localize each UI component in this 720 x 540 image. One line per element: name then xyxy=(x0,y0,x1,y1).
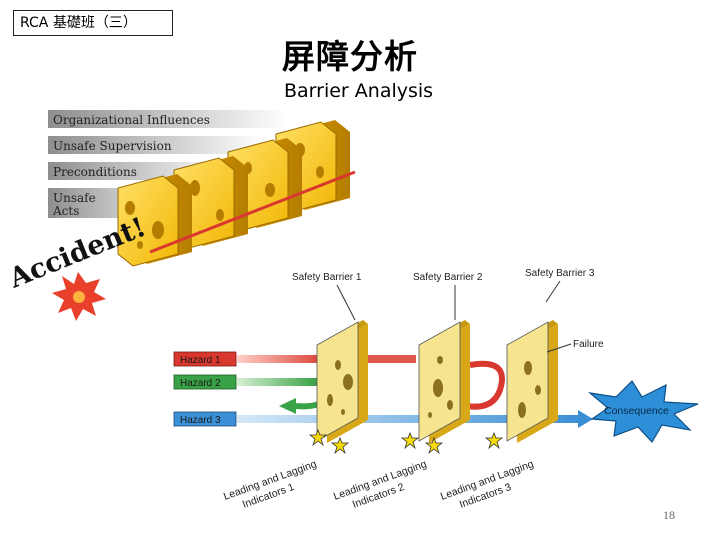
page-number: 18 xyxy=(663,508,675,522)
course-tag: RCA 基礎班（三） xyxy=(13,10,173,36)
svg-text:Hazard 2: Hazard 2 xyxy=(180,378,221,389)
hazard-3-tag: Hazard 3 xyxy=(173,411,237,427)
hazard-2-tag: Hazard 2 xyxy=(173,374,237,390)
svg-text:Hazard 3: Hazard 3 xyxy=(180,415,221,426)
layer-organizational-influences: Organizational Influences xyxy=(53,113,210,127)
hazard-1-tag: Hazard 1 xyxy=(173,351,237,367)
layer-unsafe-acts-line1: Unsafe xyxy=(53,191,96,205)
layer-preconditions: Preconditions xyxy=(53,165,137,179)
hazard-2-arrow xyxy=(237,378,331,414)
consequence-burst xyxy=(587,380,699,443)
failure-label: Failure xyxy=(573,339,604,350)
safety-barrier-3 xyxy=(506,320,558,443)
hazard-3-arrow xyxy=(237,410,593,428)
indicator-1: Leading and Lagging Indicators 1 xyxy=(222,458,318,511)
barrier-label-3: Safety Barrier 3 xyxy=(525,268,595,279)
barrier-label-1: Safety Barrier 1 xyxy=(292,272,362,283)
slide-subtitle: Barrier Analysis xyxy=(284,80,434,102)
indicator-3: Leading and Lagging Indicators 3 xyxy=(439,458,535,511)
indicator-stars xyxy=(308,428,504,455)
safety-barrier-1 xyxy=(316,320,368,443)
indicator-2: Leading and Lagging Indicators 2 xyxy=(332,458,428,511)
consequence-label: Consequence xyxy=(604,405,669,417)
svg-text:Hazard 1: Hazard 1 xyxy=(180,355,221,366)
layer-unsafe-acts-line2: Acts xyxy=(52,204,79,218)
barrier-label-2: Safety Barrier 2 xyxy=(413,272,483,283)
accident-trajectory xyxy=(149,170,356,254)
slide-title: 屏障分析 xyxy=(282,37,418,76)
accident-burst xyxy=(52,272,106,321)
layer-unsafe-supervision: Unsafe Supervision xyxy=(53,139,172,153)
safety-barrier-2 xyxy=(418,320,470,443)
